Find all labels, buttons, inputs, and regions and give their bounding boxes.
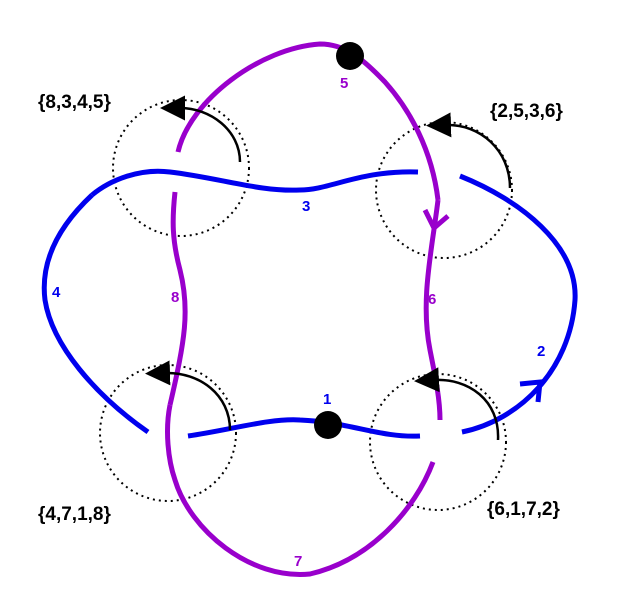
blue-arc-2 [459, 173, 578, 435]
blue-arc-3 [90, 168, 419, 197]
rotation-arrow-bottom-left [145, 360, 232, 431]
purple-arc-8 [167, 191, 188, 406]
purple-arc-5 [175, 41, 441, 201]
arc-label-4: 4 [52, 284, 61, 301]
arc-label-1: 1 [323, 391, 331, 408]
purple-arc-7 [165, 404, 436, 577]
arc-label-6: 6 [428, 291, 436, 308]
blue-arc-1 [187, 417, 421, 439]
crossing-label-top-left: {8,3,4,5} [38, 92, 111, 113]
arc-label-3: 3 [302, 198, 310, 215]
arc-label-8: 8 [171, 289, 179, 306]
arc-label-5: 5 [340, 75, 348, 92]
crossing-label-top-right: {2,5,3,6} [490, 101, 563, 122]
rotation-arrow-top-left [160, 95, 242, 163]
base-point-dot-center [314, 411, 342, 439]
purple-arc-6 [423, 199, 443, 421]
crossing-circle-top-left [112, 99, 250, 237]
rotation-arrow-top-right [426, 112, 512, 189]
rotation-arrow-bottom-right [414, 367, 500, 441]
crossing-label-bottom-left: {4,7,1,8} [38, 504, 111, 525]
arc-label-2: 2 [537, 343, 545, 360]
purple-orientation-tick [422, 208, 450, 232]
arc-label-7: 7 [294, 553, 302, 570]
blue-arc-4 [41, 193, 150, 435]
base-point-dot-top [336, 42, 364, 70]
blue-orientation-tick [519, 379, 543, 403]
crossing-label-bottom-right: {6,1,7,2} [487, 499, 560, 520]
